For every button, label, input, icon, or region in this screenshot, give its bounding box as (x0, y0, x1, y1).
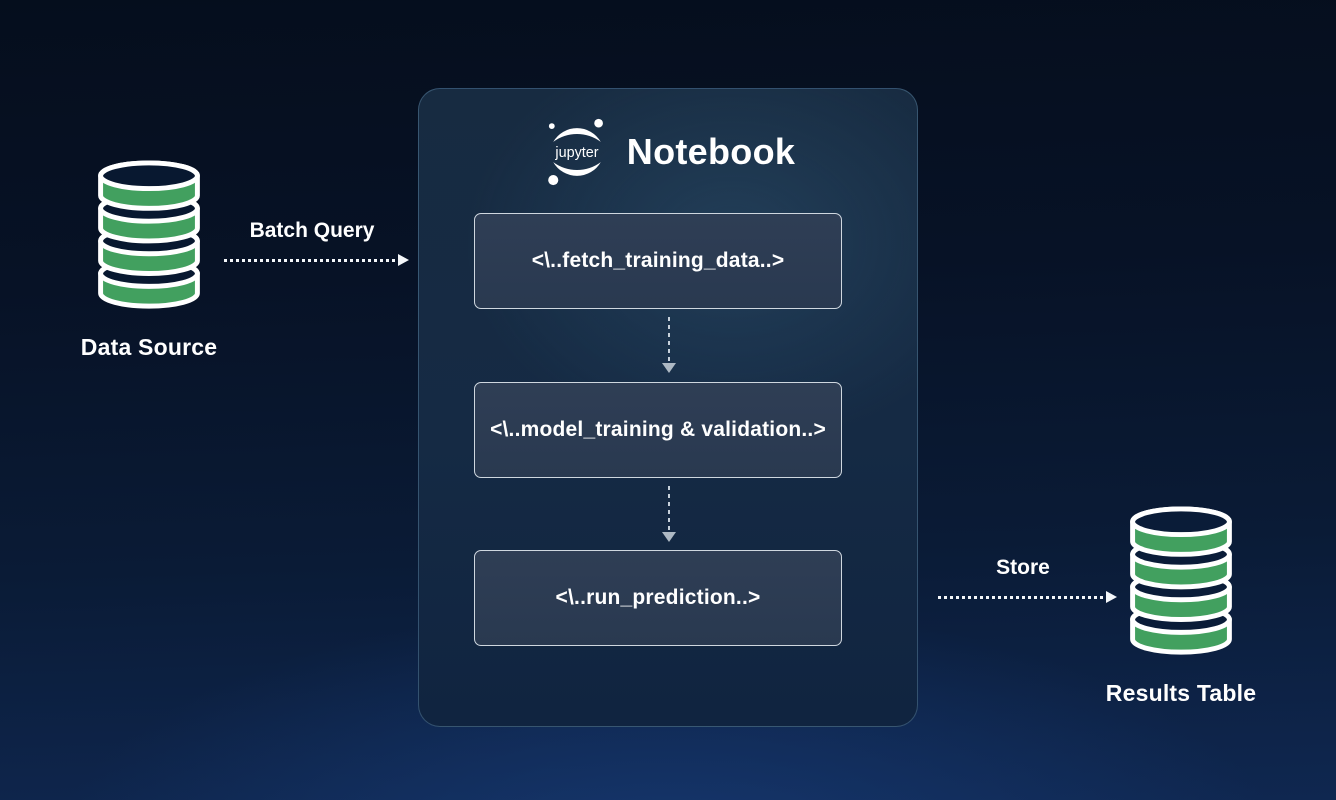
cell-flow-arrow-2 (662, 486, 676, 542)
results-table-node: Results Table (1106, 502, 1256, 707)
notebook-cell-train: <\..model_training & validation..> (474, 382, 842, 478)
arrow-head-icon (662, 363, 676, 373)
batch-query-arrow (224, 254, 409, 266)
store-label: Store (996, 556, 1050, 579)
batch-query-edge: Batch Query (224, 219, 409, 266)
notebook-panel: jupyter Notebook <\..fetch_training_data… (418, 88, 918, 727)
arrow-head-icon (662, 532, 676, 542)
dashed-line (667, 317, 671, 363)
notebook-cell-predict: <\..run_prediction..> (474, 550, 842, 646)
store-edge: Store (938, 556, 1117, 603)
arrow-head-icon (1106, 591, 1117, 603)
database-icon (1130, 506, 1232, 655)
cell-code-text: <\..fetch_training_data..> (531, 249, 785, 272)
results-table-label: Results Table (1105, 680, 1257, 706)
cell-code-text: <\..model_training & validation..> (490, 418, 826, 441)
notebook-cell-fetch: <\..fetch_training_data..> (474, 213, 842, 309)
store-arrow (938, 591, 1117, 603)
arrow-head-icon (398, 254, 409, 266)
jupyter-logo-icon: jupyter (547, 118, 603, 186)
notebook-title: Notebook (626, 131, 796, 172)
data-source-node: Data Source (81, 156, 217, 361)
cell-code-text: <\..run_prediction..> (555, 586, 761, 609)
dashed-line (667, 486, 671, 532)
cell-flow-arrow-1 (662, 317, 676, 373)
notebook-header: jupyter Notebook (419, 116, 917, 188)
database-icon (98, 160, 200, 309)
batch-query-label: Batch Query (249, 219, 375, 242)
jupyter-logo-text: jupyter (554, 145, 598, 161)
data-source-label: Data Source (80, 334, 218, 360)
